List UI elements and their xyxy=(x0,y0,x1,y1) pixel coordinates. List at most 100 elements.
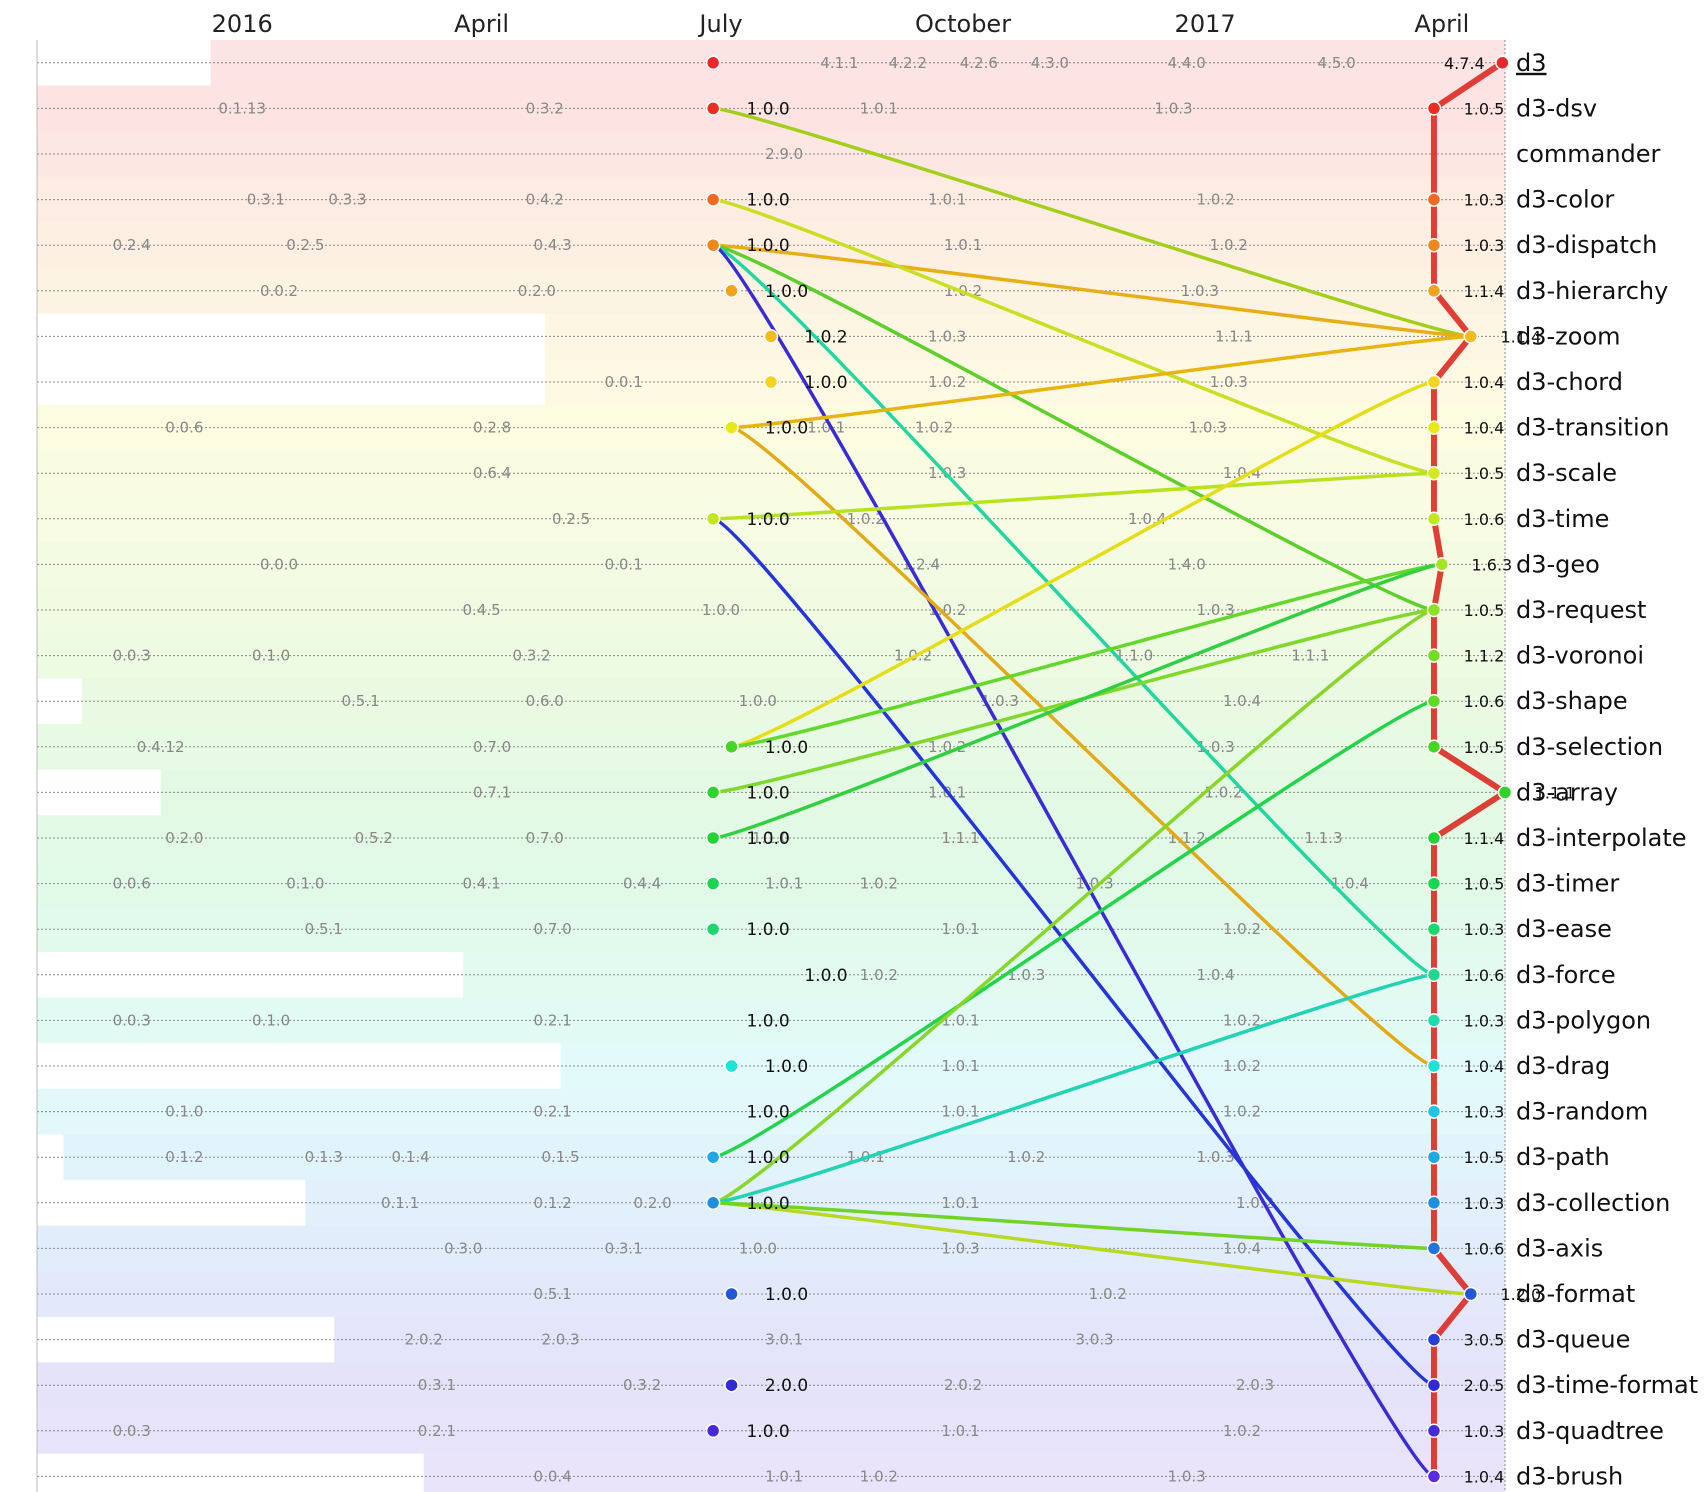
version-label: 1.0.2 xyxy=(1223,1103,1261,1121)
package-name: d3-polygon xyxy=(1516,1006,1651,1034)
package-name: d3-time-format xyxy=(1516,1371,1698,1399)
version-label: 1.1.2 xyxy=(1168,829,1206,847)
release-marker xyxy=(724,420,739,435)
x-tick-label: April xyxy=(454,10,509,38)
current-version-label: 1.0.3 xyxy=(1464,1422,1505,1441)
current-version-label: 1.1.4 xyxy=(1464,282,1505,301)
dependency-link xyxy=(729,334,1473,430)
release-marker xyxy=(1426,921,1442,937)
x-tick-label: October xyxy=(915,10,1011,38)
version-label: 0.4.3 xyxy=(534,236,572,254)
version-label: 4.1.1 xyxy=(820,54,858,72)
version-label: 1.0.3 xyxy=(1181,282,1219,300)
package-band xyxy=(544,359,1505,405)
version-label: 0.7.0 xyxy=(526,829,564,847)
release-marker xyxy=(1434,557,1450,572)
version-label: 0.1.3 xyxy=(305,1148,343,1166)
release-marker xyxy=(1426,1377,1442,1393)
version-label: 0.7.1 xyxy=(473,783,511,801)
dependency-link xyxy=(729,562,1444,749)
x-tick-label: July xyxy=(697,10,742,38)
version-label: 1.0.1 xyxy=(941,1011,979,1029)
version-label: 1.0.4 xyxy=(1197,966,1235,984)
package-name: d3-geo xyxy=(1516,550,1600,578)
package-name: d3-timer xyxy=(1516,870,1619,898)
version-label: 0.4.1 xyxy=(463,875,501,893)
release-marker xyxy=(1426,1469,1442,1484)
package-name: d3-random xyxy=(1516,1098,1648,1126)
package-name: d3-color xyxy=(1516,186,1614,214)
release-marker xyxy=(705,192,721,207)
release-marker xyxy=(705,511,721,527)
version-label: 0.0.4 xyxy=(534,1467,572,1485)
version-label: 0.7.0 xyxy=(534,920,572,938)
version-label: 4.5.0 xyxy=(1318,54,1356,72)
package-band xyxy=(544,313,1505,360)
release-marker xyxy=(1426,693,1442,709)
version-label: 0.2.5 xyxy=(286,236,324,254)
version-label: 4.2.6 xyxy=(960,54,998,72)
release-marker xyxy=(1426,1423,1442,1439)
dependency-link xyxy=(711,106,1473,339)
version-label: 1.0.2 xyxy=(860,966,898,984)
release-version-label: 1.0.0 xyxy=(746,1011,789,1031)
version-label: 2.0.3 xyxy=(541,1331,579,1349)
package-band xyxy=(63,1134,1506,1180)
release-marker xyxy=(1426,830,1442,846)
release-marker xyxy=(1426,1104,1442,1119)
package-name: d3-zoom xyxy=(1516,322,1621,350)
current-version-label: 1.0.4 xyxy=(1464,419,1505,438)
release-marker xyxy=(1426,511,1442,527)
version-label: 1.0.3 xyxy=(981,692,1019,710)
version-label: 0.5.1 xyxy=(305,920,343,938)
version-label: 0.3.0 xyxy=(444,1239,482,1257)
release-version-label: 1.0.0 xyxy=(746,1194,789,1214)
current-version-label: 1.0.6 xyxy=(1464,1239,1505,1258)
version-label: 0.1.0 xyxy=(165,1103,203,1121)
version-label: 1.0.3 xyxy=(928,327,966,345)
release-version-label: 1.0.0 xyxy=(746,920,789,940)
release-version-label: 1.0.0 xyxy=(746,783,789,803)
version-label: 0.3.2 xyxy=(513,647,551,665)
package-name: d3-drag xyxy=(1516,1052,1610,1080)
release-version-label: 1.0.0 xyxy=(746,829,789,849)
version-label: 0.1.1 xyxy=(381,1194,419,1212)
current-version-label: 1.1.2 xyxy=(1464,647,1505,666)
release-marker xyxy=(763,329,779,344)
release-marker xyxy=(724,283,739,299)
version-label: 0.4.5 xyxy=(463,601,501,619)
package-name: d3-dispatch xyxy=(1516,231,1657,259)
release-marker xyxy=(1426,1241,1442,1256)
version-label: 1.0.1 xyxy=(928,191,966,209)
release-marker xyxy=(1463,329,1479,344)
version-label: 1.0.3 xyxy=(1007,966,1045,984)
version-label: 1.0.2 xyxy=(1223,1422,1261,1440)
release-marker xyxy=(705,101,721,116)
current-version-label: 1.0.4 xyxy=(1464,1467,1505,1486)
version-label: 1.0.1 xyxy=(941,920,979,938)
version-label: 0.2.1 xyxy=(534,1011,572,1029)
release-marker xyxy=(705,1423,721,1439)
version-label: 1.1.1 xyxy=(1215,327,1253,345)
version-label: 0.0.3 xyxy=(113,1011,151,1029)
version-label: 1.1.1 xyxy=(1291,647,1329,665)
release-marker xyxy=(705,876,721,891)
version-label: 0.2.8 xyxy=(473,419,511,437)
release-marker xyxy=(1463,1286,1479,1302)
version-label: 0.3.1 xyxy=(247,191,285,209)
version-label: 1.0.4 xyxy=(1331,875,1369,893)
release-version-label: 1.0.0 xyxy=(765,1285,808,1305)
version-label: 0.0.3 xyxy=(113,1422,151,1440)
x-tick-label: April xyxy=(1414,10,1469,38)
release-marker xyxy=(1426,648,1442,663)
version-label: 1.0.2 xyxy=(1007,1148,1045,1166)
version-label: 1.0.2 xyxy=(860,875,898,893)
version-label: 0.2.4 xyxy=(113,236,151,254)
current-version-label: 1.1.4 xyxy=(1464,829,1505,848)
release-marker xyxy=(1426,1149,1442,1165)
package-name: d3-time xyxy=(1516,505,1609,533)
package-name: d3-interpolate xyxy=(1516,824,1687,852)
release-marker xyxy=(1426,1013,1442,1028)
release-marker xyxy=(763,374,779,390)
